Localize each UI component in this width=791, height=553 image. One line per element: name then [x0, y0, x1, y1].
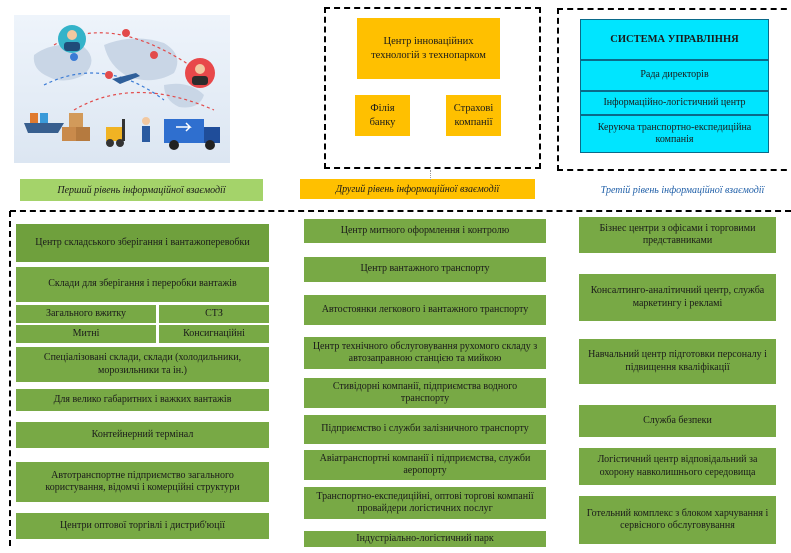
railway-services: Підприємство і служби залізничного транс… [303, 414, 547, 445]
specialized-warehouses: Спеціалізовані склади, склади (холодильн… [15, 346, 270, 383]
freight-transport-center: Центр вантажного транспорту [303, 256, 547, 283]
training-center: Навчальний центр підготовки персоналу і … [578, 338, 777, 385]
logistics-illustration-svg [14, 15, 230, 163]
airline-companies: Авіатранспортні компанії і підприємства,… [303, 449, 547, 481]
logistics-illustration [14, 15, 230, 163]
level2-frame [324, 7, 541, 169]
business-centers: Бізнес центри з офісами і торговими пред… [578, 216, 777, 254]
warehouse-center: Центр складського зберігання і вантажопе… [15, 223, 270, 263]
customs-cell: Митні [15, 324, 157, 344]
level1-label: Перший рівень інформаційної взаємодії [20, 179, 263, 201]
managing-company: Керуюча транспортно-експедиційна компані… [580, 115, 769, 153]
management-system-title-text: СИСТЕМА УПРАВЛІННЯ [610, 33, 739, 45]
board-of-directors: Рада директорів [580, 60, 769, 91]
management-system-title: СИСТЕМА УПРАВЛІННЯ [580, 19, 769, 60]
level3-frame [557, 8, 791, 171]
environmental-logistics-center: Логістичний центр відповідальний за охор… [578, 447, 777, 486]
motor-transport-enterprise: Автотранспортне підприємство загального … [15, 461, 270, 503]
security-service: Служба безпеки [578, 404, 777, 438]
consignment-cell: Консигнаційні [158, 324, 270, 344]
stz-cell: СТЗ [158, 304, 270, 324]
level3-label: Третій рівень інформаційної взаємодії [575, 181, 790, 199]
left-frame-edge [9, 211, 11, 546]
level-separator [10, 210, 791, 212]
parking-lots: Автостоянки легкового і вантажного транс… [303, 294, 547, 326]
industrial-logistics-park: Індустріально-логістичний парк [303, 530, 547, 548]
stevedore-companies: Стивідорні компанії, підприємства водног… [303, 377, 547, 409]
storage-warehouses: Склади для зберігання і переробки вантаж… [15, 266, 270, 303]
wholesale-centers: Центри оптової торгівлі і дистриб'юції [15, 512, 270, 540]
maintenance-center: Центр технічного обслуговування рухомого… [303, 336, 547, 370]
oversized-cargo: Для велико габаритних і важких вантажів [15, 388, 270, 412]
insurance-box: Страхові компанії [446, 95, 501, 136]
hotel-complex: Готельний комплекс з блоком харчування і… [578, 495, 777, 545]
connector-line [430, 170, 431, 180]
innovation-center-box: Центр інноваційних технологій з технопар… [357, 18, 500, 79]
forwarding-companies: Транспортно-експедиційні, оптові торгові… [303, 486, 547, 520]
general-use-cell: Загального вжитку [15, 304, 157, 324]
container-terminal: Контейнерний термінал [15, 421, 270, 449]
level2-label: Другий рівень інформаційної взаємодії [300, 179, 535, 199]
consulting-center: Консалтинго-аналітичний центр, служба ма… [578, 273, 777, 322]
bank-branch-box: Філія банку [355, 95, 410, 136]
info-logistics-center: Інформаційно-логістичний центр [580, 91, 769, 115]
customs-clearance-center: Центр митного оформлення і контролю [303, 218, 547, 244]
